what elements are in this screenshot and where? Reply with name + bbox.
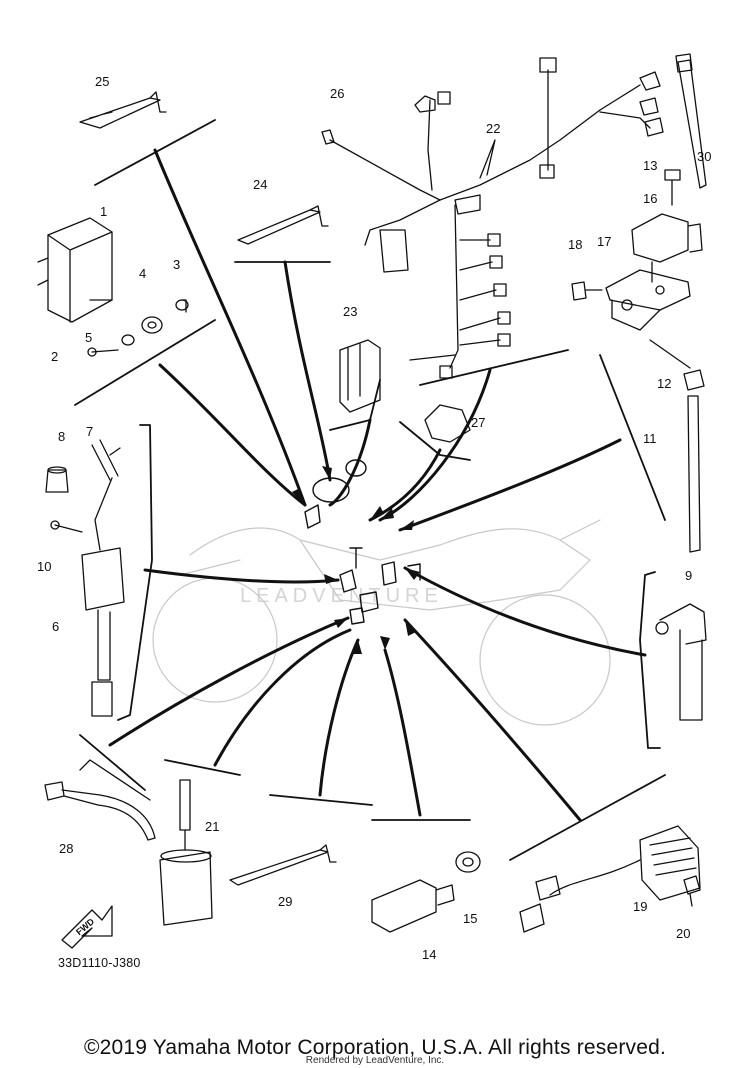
part-16-sensor [631,213,703,283]
part-17-bracket [605,269,691,331]
part-24-lead [234,205,331,263]
callout-8[interactable]: 8 [58,429,66,444]
callout-11[interactable]: 11 [643,431,657,446]
bottom-group-lines [79,734,666,861]
part-30-cable-tie [675,53,707,189]
part-12-clamp [649,339,705,391]
part-1-ecu [37,217,113,323]
part-25-lead [79,91,216,186]
callout-3[interactable]: 3 [173,257,181,272]
part-8-grommet [45,466,69,493]
part-21-condenser [159,779,213,926]
part-14-switch [371,879,455,933]
callout-7[interactable]: 7 [86,424,94,439]
motorcycle-outline [152,519,611,726]
part-10-bolt [50,520,83,533]
copyright-notice: ©2019 Yamaha Motor Corporation, U.S.A. A… [83,1036,667,1059]
callout-17[interactable]: 17 [597,234,612,249]
callout-29[interactable]: 29 [278,894,293,909]
part-15-washer [455,851,481,873]
part-23-coupler [329,339,381,431]
callout-26[interactable]: 26 [330,86,345,101]
callout-27[interactable]: 27 [471,415,486,430]
callout-4[interactable]: 4 [139,266,147,281]
callout-23[interactable]: 23 [343,304,358,319]
part-11-tube [599,354,701,553]
part-28-cable-tie [44,759,156,841]
center-mount-shapes [304,459,421,625]
callout-19[interactable]: 19 [633,899,648,914]
part-20-bolt [683,875,701,907]
part-2-5-screw [74,319,216,406]
callout-1[interactable]: 1 [100,204,108,219]
callout-18[interactable]: 18 [568,237,583,252]
callout-20[interactable]: 20 [676,926,691,941]
leader-lines [108,148,647,822]
callout-28[interactable]: 28 [59,841,74,856]
callout-24[interactable]: 24 [253,177,268,192]
callout-5[interactable]: 5 [85,330,93,345]
diagram-part-code: 33D1110-J380 [58,956,141,970]
leader-arrowheads [292,466,420,654]
part-27-clamp [399,404,471,461]
rendered-by-credit: Rendered by LeadVenture, Inc. [305,1055,445,1066]
callout-15[interactable]: 15 [463,911,478,926]
part-3-4-grommet [141,299,189,334]
callout-30[interactable]: 30 [697,149,712,164]
part-18-bolt [571,281,603,301]
part-13-bolt [664,169,681,206]
watermark-text: LEADVENTURE [240,585,443,607]
callout-14[interactable]: 14 [422,947,437,962]
callout-21[interactable]: 21 [205,819,220,834]
callout-22[interactable]: 22 [486,121,501,136]
part-6-coil [81,424,153,721]
callout-25[interactable]: 25 [95,74,110,89]
callout-2[interactable]: 2 [51,349,59,364]
callout-16[interactable]: 16 [643,191,658,206]
fwd-arrow-icon [61,905,113,949]
callout-10[interactable]: 10 [37,559,52,574]
callout-9[interactable]: 9 [685,568,693,583]
callout-13[interactable]: 13 [643,158,658,173]
callout-12[interactable]: 12 [657,376,672,391]
part-29-lead [229,844,337,886]
part-19-regulator [519,825,701,933]
callout-6[interactable]: 6 [52,619,60,634]
part-9-hose [639,571,707,749]
part-7-wire [91,439,121,481]
part-22-wire-harness [321,57,664,386]
